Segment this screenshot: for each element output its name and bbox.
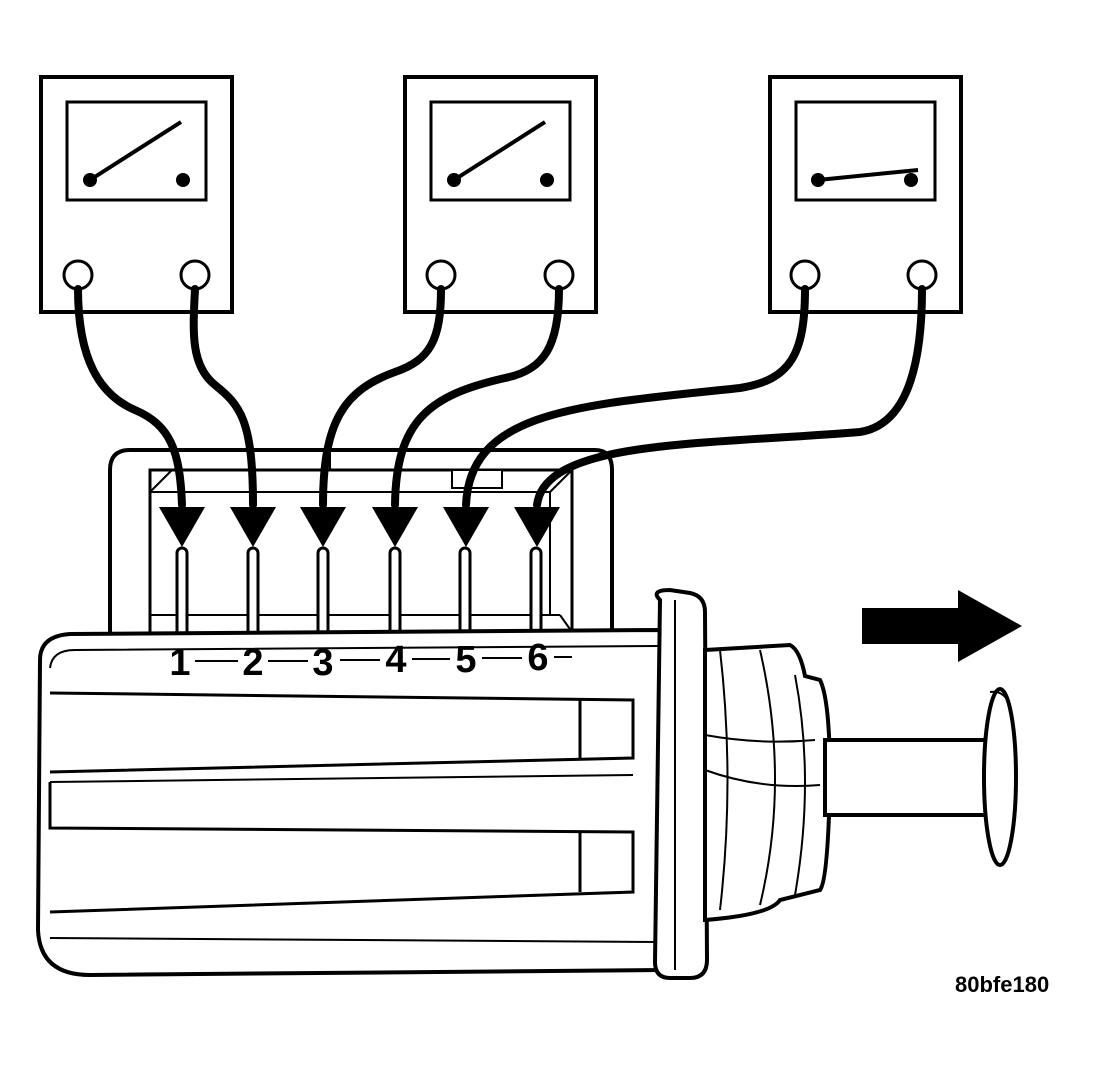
- pin-label-5: 5: [455, 639, 476, 681]
- lead-meter2-to-pin3: [319, 285, 445, 509]
- direction-arrow-icon: [862, 590, 1022, 662]
- probe-arrow-icon: [514, 507, 560, 547]
- probe-arrow-icon: [300, 507, 346, 547]
- meter-1: [39, 75, 234, 314]
- figure-id: 80bfe180: [955, 972, 1049, 997]
- plunger: [823, 687, 1018, 867]
- meter-2-terminal-right: [543, 259, 575, 291]
- meter-2: [403, 75, 598, 314]
- pin-blade-2: [246, 546, 260, 642]
- probe-arrow-icon: [443, 507, 489, 547]
- switch-body: [35, 627, 662, 978]
- meter-2-terminal-left: [425, 259, 457, 291]
- pin-label-4: 4: [385, 639, 406, 681]
- pin-blade-4: [388, 546, 402, 642]
- pin-label-6: 6: [527, 637, 548, 679]
- pin-label-1: 1: [169, 642, 190, 684]
- pin-blade-1: [175, 546, 189, 642]
- lead-meter3-to-pin6: [533, 285, 926, 509]
- meter-3: [768, 75, 963, 314]
- meter-1-terminal-left: [62, 259, 94, 291]
- probe-arrow-icon: [372, 507, 418, 547]
- pin-blade-6: [529, 546, 543, 642]
- connector-shroud: [108, 448, 614, 640]
- pin-blades: [175, 546, 543, 642]
- lead-meter1-to-pin1: [74, 285, 186, 509]
- meter-1-open-switch-icon: [83, 120, 190, 187]
- lead-meter3-to-pin5: [462, 285, 809, 509]
- plunger-boot: [703, 642, 833, 923]
- meter-3-terminal-right: [906, 259, 938, 291]
- meter-2-open-switch-icon: [447, 120, 554, 187]
- meter-3-closed-switch-icon: [811, 168, 919, 187]
- lead-meter1-to-pin2: [189, 285, 257, 509]
- pin-blade-5: [458, 546, 472, 642]
- meter-3-terminal-left: [789, 259, 821, 291]
- pin-label-2: 2: [242, 642, 263, 684]
- meter-1-terminal-right: [179, 259, 211, 291]
- pin-label-dashes: [195, 656, 572, 662]
- mounting-flange: [652, 587, 710, 980]
- pin-labels: 1 2 3 4 5 6: [169, 637, 548, 684]
- pin-blade-3: [316, 546, 330, 642]
- pin-label-3: 3: [312, 642, 333, 684]
- test-leads: [74, 285, 926, 509]
- probe-arrow-icon: [230, 507, 276, 547]
- lead-meter2-to-pin4: [391, 285, 563, 509]
- probe-arrow-icon: [159, 507, 205, 547]
- probe-arrows: [159, 507, 560, 547]
